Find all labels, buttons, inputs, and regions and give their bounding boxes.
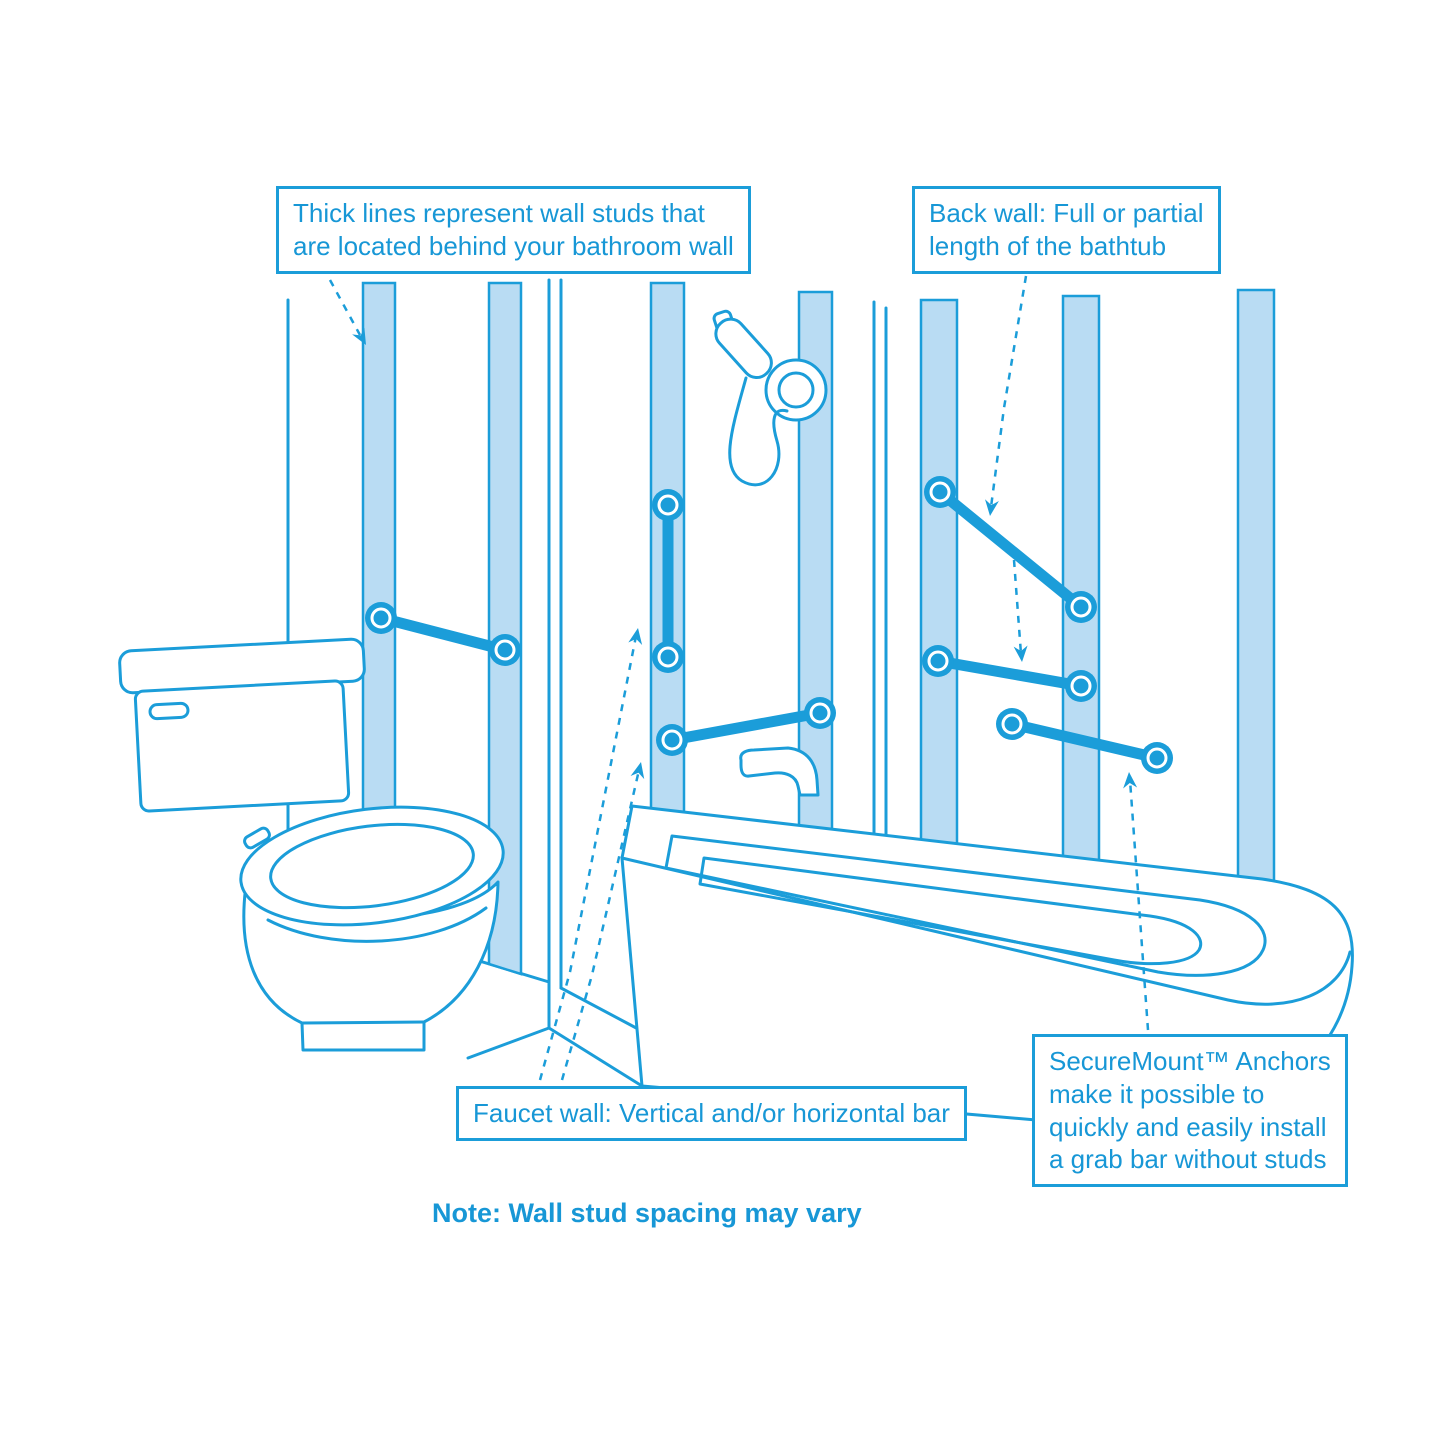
grab-bar-flange (652, 489, 684, 521)
shower-handle (714, 317, 773, 380)
shower-head-face (777, 371, 815, 409)
arrow-to-horizontal-bar (560, 762, 645, 1081)
grab-bar-back-wall-diagonal (924, 476, 1097, 623)
grab-bar-faucet-wall-vertical (652, 489, 684, 673)
grab-bar-securemount (996, 708, 1173, 774)
toilet-seat (239, 805, 505, 927)
wall-stud (919, 298, 959, 902)
grab-bar-flange (924, 476, 956, 508)
bathtub-basin (698, 856, 1203, 966)
grab-bar-flange (652, 641, 684, 673)
grab-bar-flange (1065, 591, 1097, 623)
grab-bar-flange (656, 724, 688, 756)
grab-bar-flange (365, 602, 397, 634)
grab-bar-flange (804, 697, 836, 729)
grab-bar-faucet-wall-horizontal (656, 697, 836, 756)
tub-spout (739, 746, 820, 797)
callout-arrows (328, 275, 1150, 1081)
grab-bar-back-wall-horizontal (922, 645, 1097, 702)
floor-line (466, 1026, 551, 1060)
toilet-seat-hinge (243, 826, 271, 850)
callout-back-wall: Back wall: Full or partial length of the… (912, 186, 1221, 274)
arrow-to-back-wall-bar (985, 275, 1028, 516)
bathtub-inner-rim (664, 834, 1267, 977)
arrow-to-wall-stud (328, 279, 366, 345)
shower-hose (728, 376, 789, 487)
securemount-anchor-flange (996, 708, 1028, 740)
bathtub-rim-front-edge (620, 856, 1352, 1006)
wall-stud (1236, 288, 1276, 932)
note-text: Note: Wall stud spacing may vary (432, 1198, 862, 1228)
shower-head-illustration (712, 309, 828, 487)
faucet-wall-floor-line (559, 986, 642, 1032)
arrow-to-back-wall-horizontal-bar (1012, 559, 1028, 662)
grab-bars (365, 476, 1173, 774)
toilet-base-line (301, 1020, 426, 1025)
faucet-spout-illustration (739, 746, 820, 797)
toilet-illustration (118, 637, 505, 1052)
shower-head (764, 358, 828, 422)
securemount-anchor-flange (1141, 742, 1173, 774)
toilet-bowl-contour (266, 906, 488, 943)
callout-securemount: SecureMount™ Anchors make it possible to… (1032, 1034, 1348, 1187)
floor-line (547, 1026, 644, 1088)
grab-bar-left-wall (365, 602, 521, 666)
callout-wall-studs: Thick lines represent wall studs that ar… (276, 186, 751, 274)
grab-bar-flange (489, 634, 521, 666)
grab-bar-flange (1065, 670, 1097, 702)
arrow-to-vertical-bar (538, 628, 643, 1081)
grab-bar-flange (922, 645, 954, 677)
callout-faucet-wall: Faucet wall: Vertical and/or horizontal … (456, 1086, 967, 1141)
toilet-flush-handle (148, 701, 190, 721)
wall-stud (487, 281, 523, 976)
toilet-seat-inner (269, 822, 475, 910)
arrow-to-securemount-anchor (1123, 772, 1150, 1031)
toilet-tank (133, 679, 351, 813)
